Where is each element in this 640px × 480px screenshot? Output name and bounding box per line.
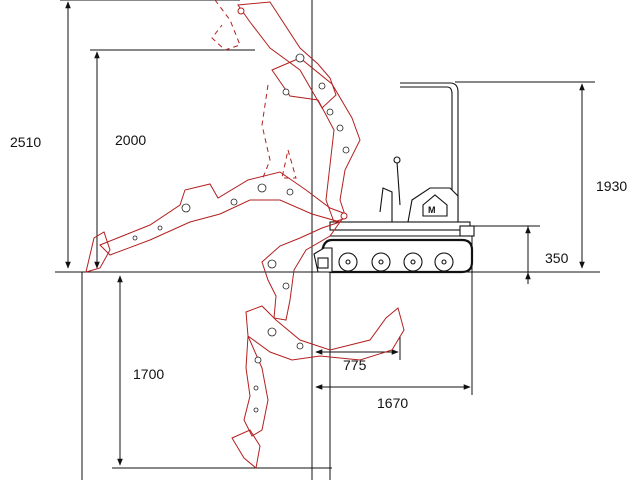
hole-b5 — [157, 225, 163, 231]
roller-4-hub — [441, 259, 447, 265]
arm-positions — [85, 0, 405, 469]
stick-dig-forward — [245, 305, 405, 361]
counterweight — [459, 225, 475, 237]
hole-c1 — [267, 259, 277, 269]
label-1670: 1670 — [377, 395, 408, 411]
boom-dig — [261, 221, 342, 321]
arm-dig-position — [231, 221, 405, 469]
hole-a6 — [326, 108, 334, 116]
hole-b3 — [286, 188, 294, 196]
boom-reach — [99, 171, 347, 256]
hole-c5 — [254, 356, 262, 364]
label-775: 775 — [343, 357, 367, 373]
hole-b6 — [132, 235, 138, 241]
hole-c3 — [267, 327, 277, 337]
upper-deck — [329, 221, 471, 231]
lever-knob — [393, 156, 401, 164]
hole-a2 — [282, 88, 290, 96]
bucket-ghost-mid — [281, 149, 297, 179]
blade-bracket — [317, 257, 329, 269]
arm-raised-stick — [237, 1, 337, 109]
label-350: 350 — [545, 250, 569, 266]
hole-c4 — [296, 342, 304, 350]
hole-b1 — [181, 203, 191, 213]
hole-a5 — [342, 146, 350, 154]
hole-a4 — [336, 124, 344, 132]
hole-a1 — [295, 53, 305, 63]
bucket-dig — [231, 429, 261, 469]
seat — [379, 187, 393, 222]
hole-a3 — [318, 82, 326, 90]
control-lever — [396, 161, 401, 206]
pin-a1 — [237, 7, 245, 15]
roller-1-hub — [345, 259, 351, 265]
roller-2-hub — [378, 259, 384, 265]
roller-3-hub — [410, 259, 416, 265]
arm-reach-position — [85, 171, 348, 273]
label-2510: 2510 — [10, 134, 41, 150]
hole-c2 — [282, 282, 290, 290]
pin-b1 — [340, 212, 348, 220]
label-1930: 1930 — [596, 178, 627, 194]
hole-c6 — [253, 385, 259, 391]
boom-ghost-left — [261, 84, 271, 181]
bucket-raised-ghost — [211, 0, 241, 51]
arm-raised-position — [211, 0, 361, 223]
brand-logo-mark: M — [428, 205, 436, 215]
label-1700: 1700 — [133, 366, 164, 382]
label-2000: 2000 — [115, 132, 146, 148]
dimension-labels: 2510 2000 1930 350 1700 775 1670 — [10, 132, 627, 411]
hole-c7 — [253, 407, 259, 413]
excavator-machine: M — [313, 82, 475, 274]
canopy-frame — [400, 82, 459, 220]
hole-b2 — [257, 183, 267, 193]
stick-dig-down — [243, 335, 269, 437]
dimension-lines — [60, 0, 595, 469]
brand-logo-badge — [422, 194, 448, 217]
hole-b4 — [230, 198, 238, 206]
bucket-reach — [85, 231, 111, 273]
canopy-frame-inner — [400, 86, 453, 220]
